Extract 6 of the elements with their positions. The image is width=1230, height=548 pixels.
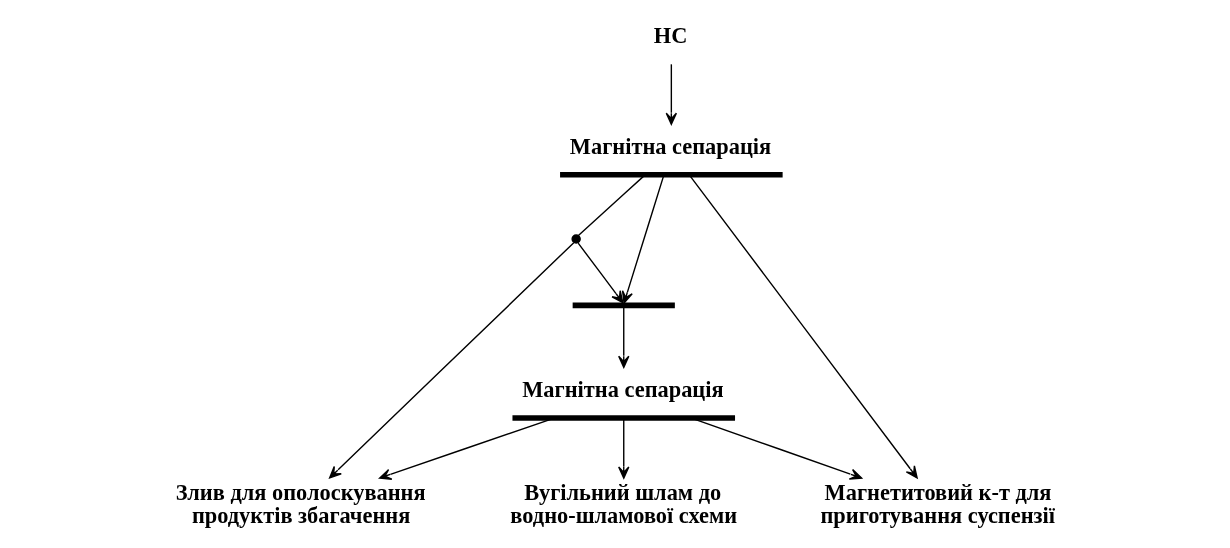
node-text: Магнітна сепарація: [522, 376, 724, 402]
node-text: НС: [653, 22, 688, 48]
node-text: Вугільний шлам до водно-шламової схеми: [510, 480, 738, 528]
node-text: Магнетитовий к-т для приготування суспензії: [820, 480, 1056, 528]
node-text: Магнітна сепарація: [569, 133, 772, 159]
node-text: Злив для ополоскування продуктів збагачення: [175, 480, 426, 528]
